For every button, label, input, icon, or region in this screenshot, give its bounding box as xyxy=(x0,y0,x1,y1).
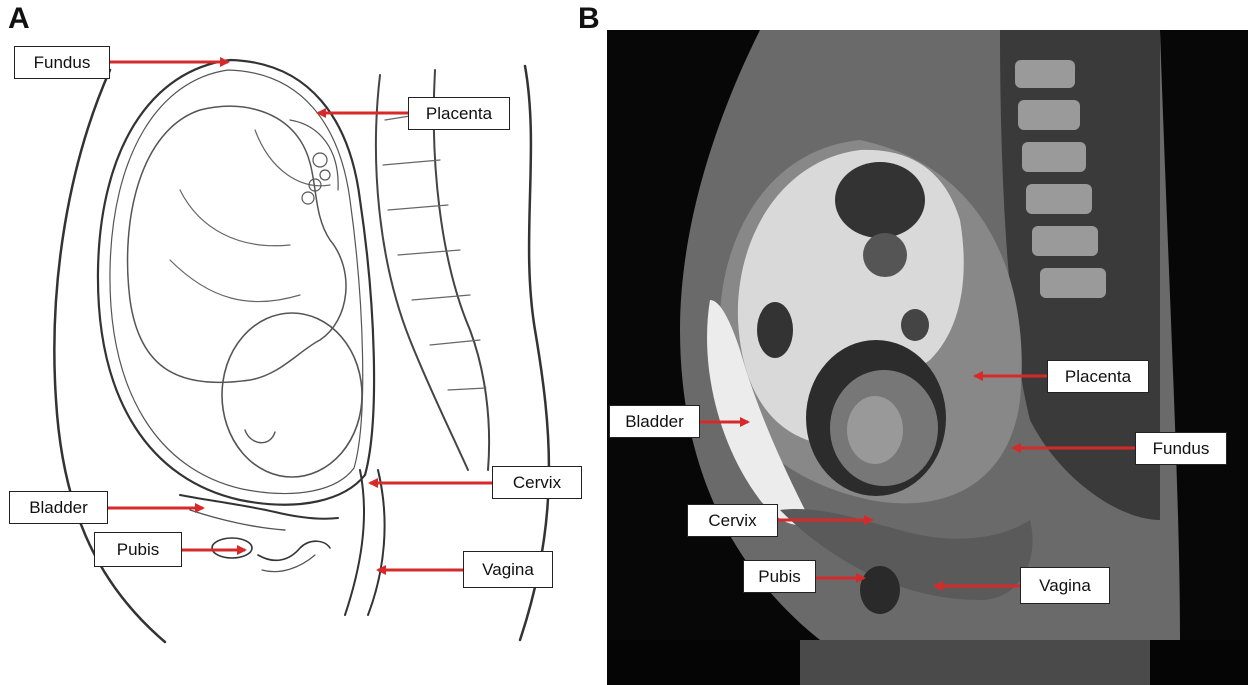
label-a-pubis: Pubis xyxy=(94,532,182,567)
label-a-vagina: Vagina xyxy=(463,551,553,588)
label-b-vagina: Vagina xyxy=(1020,567,1110,604)
label-b-placenta: Placenta xyxy=(1047,360,1149,393)
label-a-placenta: Placenta xyxy=(408,97,510,130)
label-a-fundus: Fundus xyxy=(14,46,110,79)
label-b-cervix: Cervix xyxy=(687,504,778,537)
label-b-pubis: Pubis xyxy=(743,560,816,593)
label-a-bladder: Bladder xyxy=(9,491,108,524)
label-a-cervix: Cervix xyxy=(492,466,582,499)
label-b-bladder: Bladder xyxy=(609,405,700,438)
label-b-fundus: Fundus xyxy=(1135,432,1227,465)
